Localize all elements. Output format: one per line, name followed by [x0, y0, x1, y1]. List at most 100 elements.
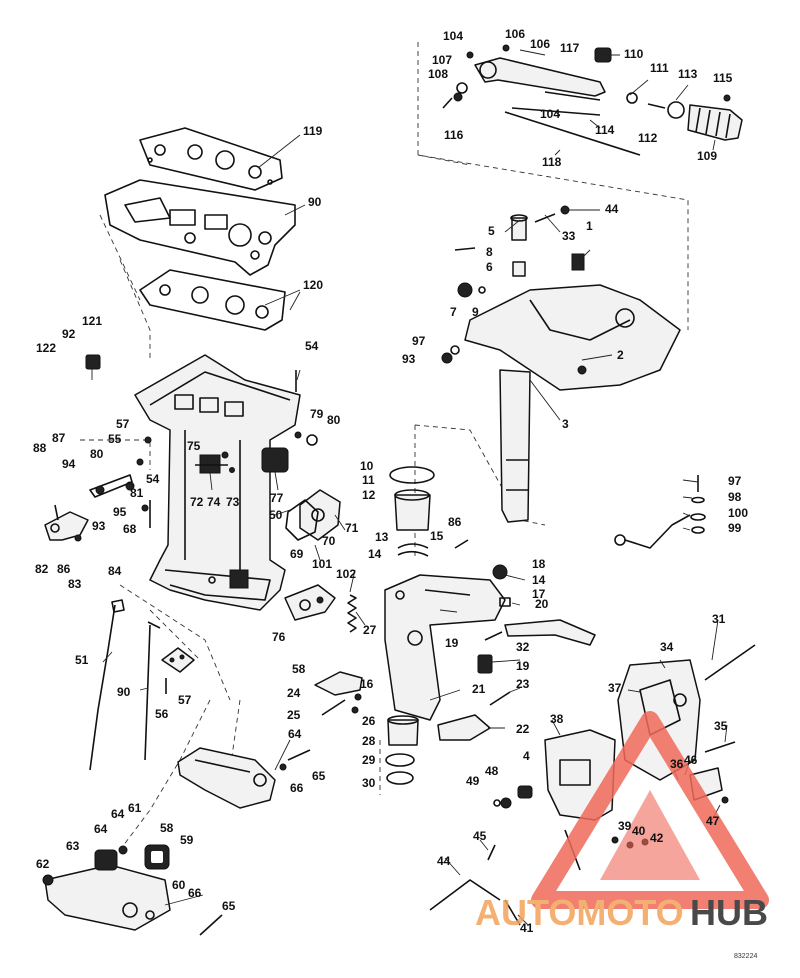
callout: 98 — [728, 490, 742, 504]
nut-112 — [453, 92, 463, 102]
callout: 113 — [678, 67, 698, 81]
throttle-linkage-83 — [89, 474, 133, 498]
gasket-123-lower — [139, 269, 286, 331]
callout: 21 — [472, 682, 486, 696]
ring-10 — [389, 466, 435, 484]
callout: 95 — [113, 505, 127, 519]
callout: 27 — [363, 623, 377, 637]
callout: 39 — [618, 819, 632, 833]
callout: 19 — [516, 659, 530, 673]
callout: 49 — [466, 774, 480, 788]
ring-31 — [386, 771, 414, 785]
callout: 29 — [362, 753, 376, 767]
callout: 56 — [155, 707, 169, 721]
exhaust-housing-51 — [134, 354, 301, 611]
nut-50 — [493, 799, 501, 807]
callout: 65 — [312, 769, 326, 783]
callout: 8 — [486, 245, 493, 259]
callout: 92 — [62, 327, 76, 341]
callout: 75 — [187, 439, 201, 453]
callout: 55 — [108, 432, 122, 446]
callout: 97 — [728, 474, 742, 488]
callout: 76 — [272, 630, 286, 644]
callout: 60 — [172, 878, 186, 892]
nut-63 — [42, 874, 54, 886]
rubber-mount-65 — [94, 849, 118, 871]
water-tube-52 — [89, 599, 125, 771]
callout: 94 — [62, 457, 76, 471]
ring-16 — [354, 693, 362, 701]
callout: 23 — [516, 677, 530, 691]
callout: 57 — [178, 693, 192, 707]
washer-111 — [456, 82, 468, 94]
callout: 69 — [290, 547, 304, 561]
callout: 33 — [562, 229, 576, 243]
sender-assembly-75 — [195, 454, 228, 491]
screw-36 — [704, 741, 736, 753]
callout: 1 — [586, 219, 593, 233]
callout: 61 — [128, 801, 142, 815]
callout: 20 — [535, 597, 549, 611]
callout: 101 — [312, 557, 332, 571]
callout: 10 — [360, 459, 374, 473]
collar-117 — [667, 101, 685, 119]
callout-labels: 104 106 106 117 110 107 108 111 113 115 … — [33, 27, 748, 935]
spring-28 — [347, 594, 357, 633]
screw-70 — [287, 749, 311, 761]
tilt-lever-23 — [437, 714, 491, 741]
callout: 13 — [375, 530, 389, 544]
figure-code: 832224 — [734, 953, 757, 960]
callout: 32 — [516, 640, 530, 654]
callout: 50 — [269, 508, 283, 522]
callout: 86 — [448, 515, 462, 529]
assembly-guide-lines — [80, 42, 689, 851]
bracket-95 — [85, 354, 101, 380]
leader-lines — [102, 49, 728, 926]
callout: 7 — [450, 305, 457, 319]
bushing-13 — [397, 543, 429, 549]
bracket-104 — [284, 584, 336, 621]
callout: 44 — [437, 854, 451, 868]
callout: 121 — [82, 314, 102, 328]
pin-24 — [489, 691, 511, 706]
nut-108 — [466, 51, 474, 59]
lower-cover-66 — [177, 747, 276, 809]
washer-64 — [118, 845, 128, 855]
link-25 — [314, 671, 363, 696]
pin-26 — [321, 699, 346, 716]
grommet-58 — [161, 647, 195, 673]
callout: 58 — [292, 662, 306, 676]
callout: 3 — [562, 417, 569, 431]
knob-19 — [492, 564, 508, 580]
callout: 28 — [362, 734, 376, 748]
callout: 26 — [362, 714, 376, 728]
callout: 93 — [92, 519, 106, 533]
stern-bracket-15 — [384, 574, 511, 721]
washer-115 — [626, 92, 638, 104]
callout: 81 — [130, 486, 144, 500]
callout: 117 — [560, 41, 580, 55]
rod-107 — [511, 107, 601, 116]
bushing-29 — [387, 715, 419, 746]
callout: 90 — [117, 685, 131, 699]
callout: 58 — [160, 821, 174, 835]
callout: 24 — [287, 686, 301, 700]
screw-67 — [199, 914, 223, 936]
pivot-5 — [510, 214, 528, 241]
callout: 25 — [287, 708, 301, 722]
callout: 112 — [638, 131, 658, 145]
bushing-12 — [394, 489, 431, 531]
callout: 64 — [111, 807, 125, 821]
callout: 63 — [66, 839, 80, 853]
callout: 70 — [322, 534, 336, 548]
callout: 51 — [75, 653, 89, 667]
callout: 54 — [146, 472, 160, 486]
callout: 71 — [345, 521, 359, 535]
callout: 62 — [36, 857, 50, 871]
screw-119 — [723, 94, 731, 102]
callout: 122 — [36, 341, 56, 355]
callout: 66 — [188, 886, 202, 900]
lever-85-96 — [44, 504, 89, 542]
callout: 97 — [412, 334, 426, 348]
callout: 80 — [90, 447, 104, 461]
